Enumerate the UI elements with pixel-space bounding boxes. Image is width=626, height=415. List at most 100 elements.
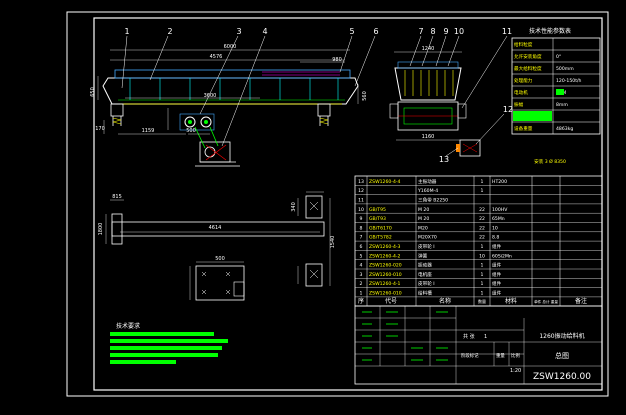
bom-cell-name: Y160M-4 [417,188,438,194]
dim-4576: 4576 [210,54,223,60]
callout-10: 10 [454,27,464,36]
dim-340: 340 [291,202,297,212]
param-key-2: 最大给料粒度 [514,65,542,72]
bom-cell-name: M20 [418,225,428,231]
bom-cell-mat: 组件 [492,262,502,269]
bom-cell-name: M 20 [418,207,429,213]
bom-cell-mat: 10 [492,225,498,231]
bom-cell-qty: 1 [481,272,484,278]
dim-500-plan: 500 [215,256,225,262]
bom-header-qty: 数量 [478,298,486,304]
callout-4: 4 [262,27,267,36]
scale-label: 比例 [511,352,520,359]
bom-cell-code: ZSW1260-4-2 [369,253,401,259]
bom-cell-no: 7 [360,235,363,241]
bom-cell-code: GB/T5782 [369,235,392,241]
bom-cell-no: 5 [360,253,363,259]
bom-cell-mat: 8.8 [492,235,499,241]
bom-cell-name: 弹簧 [418,252,428,259]
weight-label: 重量 [496,352,505,359]
drawing-frame-outer [66,11,609,397]
bom-cell-code: ZSW1260-020 [369,263,402,269]
drawing-code: ZSW1260.00 [533,372,591,382]
param-key-5: 振幅 [514,101,524,108]
bom-cell-mat: 组件 [492,271,502,278]
callout-9: 9 [443,27,448,36]
bom-cell-no: 3 [360,272,363,278]
parameter-table: 技术性能参数表 给料粒度 允许安装角度 最大给料粒度 处理能力 电动机 振幅 功… [511,27,601,165]
sheet-label: 共 张 [463,333,475,340]
dim-3600: 3600 [204,93,217,99]
bom-header-mat: 材料 [505,297,517,305]
bom-cell-qty: 10 [479,253,485,259]
params-title: 技术性能参数表 [529,27,571,35]
bom-cell-qty: 1 [481,188,484,194]
bom-cell-mat: 组件 [492,280,502,287]
scale-value: 1:20 [510,368,521,374]
bom-cell-no: 12 [358,188,364,194]
bom-cell-name: 电机座 [418,271,432,278]
callout-7: 7 [418,27,423,36]
bom-cell-no: 2 [360,281,363,287]
bom-header-weight: 单件 总计 重量 [534,299,558,304]
bom-cell-code: ZSW1260-010 [369,272,402,278]
product-name: 1260振动给料机 [539,332,584,340]
bom-cell-no: 13 [358,179,364,185]
param-val-1: 0° [556,54,561,60]
bom-cell-code: GB/T6170 [369,225,392,231]
param-key-1: 允许安装角度 [514,53,542,60]
bom-cell-qty: 22 [479,225,485,231]
bom-cell-mat: 65Mn [492,216,505,222]
callout-12: 12 [503,105,513,114]
bom-cell-mat: 组件 [492,290,502,297]
bom-cell-no: 1 [360,291,363,297]
title-block: 共 张 1 阶段标记 重量 比例 1:20 1260振动给料机 总图 ZSW12… [354,305,603,385]
dim-980: 980 [332,57,342,63]
bom-cell-mat: 组件 [492,243,502,250]
param-val-5: 8mm [556,102,568,108]
dim-815: 815 [112,194,122,200]
drawing-name: 总图 [555,351,569,360]
callout-5: 5 [349,27,354,36]
bom-cell-qty: 22 [479,207,485,213]
end-view: 1240 1160 [389,35,508,157]
bom-cell-qty: 22 [479,216,485,222]
callout-8: 8 [430,27,435,36]
bom-cell-qty: 1 [481,244,484,250]
param-val-3: 120-150t/h [556,78,582,84]
bom-cell-qty: 1 [481,281,484,287]
bom-cell-no: 9 [360,216,363,222]
foundation-plan: 4614 1540 1800 815 340 500 [98,191,336,301]
bom-cell-name: 皮带轮 I [418,243,435,250]
tech-req-title: 技术要求 [116,322,140,330]
callout-1: 1 [124,27,129,36]
bom-cell-code: ZSW1260-4-3 [369,244,401,250]
callout-13: 13 [439,155,449,164]
param-val-2: 500mm [556,66,574,72]
dim-650: 650 [90,87,96,97]
bom-cell-no: 6 [360,244,363,250]
callout-3: 3 [236,27,241,36]
bom-cell-no: 4 [360,263,363,269]
bom-cell-name: 主振动器 [418,178,437,185]
param-key-0: 给料粒度 [514,41,533,48]
dim-1800: 1800 [98,223,104,236]
bom-cell-name: M20X70 [418,235,437,241]
callout-6: 6 [373,27,378,36]
bom-header-name: 名称 [439,297,451,305]
bom-cell-name: 三角带 B2250 [418,197,448,204]
tech-requirements: 技术要求 [110,322,228,364]
bom-cell-mat: 100HV [492,207,508,213]
side-note: 安装 3 Ø 8350 [534,158,566,165]
bom-cell-mat: HT200 [492,179,507,185]
bom-cell-name: 振动器 [418,262,432,269]
bom-cell-name: 皮带轮 I [418,280,435,287]
bom-header-note: 备注 [575,297,587,305]
param-key-3: 处理能力 [514,77,533,84]
bom-cell-qty: 1 [481,263,484,269]
dim-1540: 1540 [330,236,336,249]
dim-170: 170 [95,126,105,132]
param-key-4: 电动机 [514,89,528,96]
